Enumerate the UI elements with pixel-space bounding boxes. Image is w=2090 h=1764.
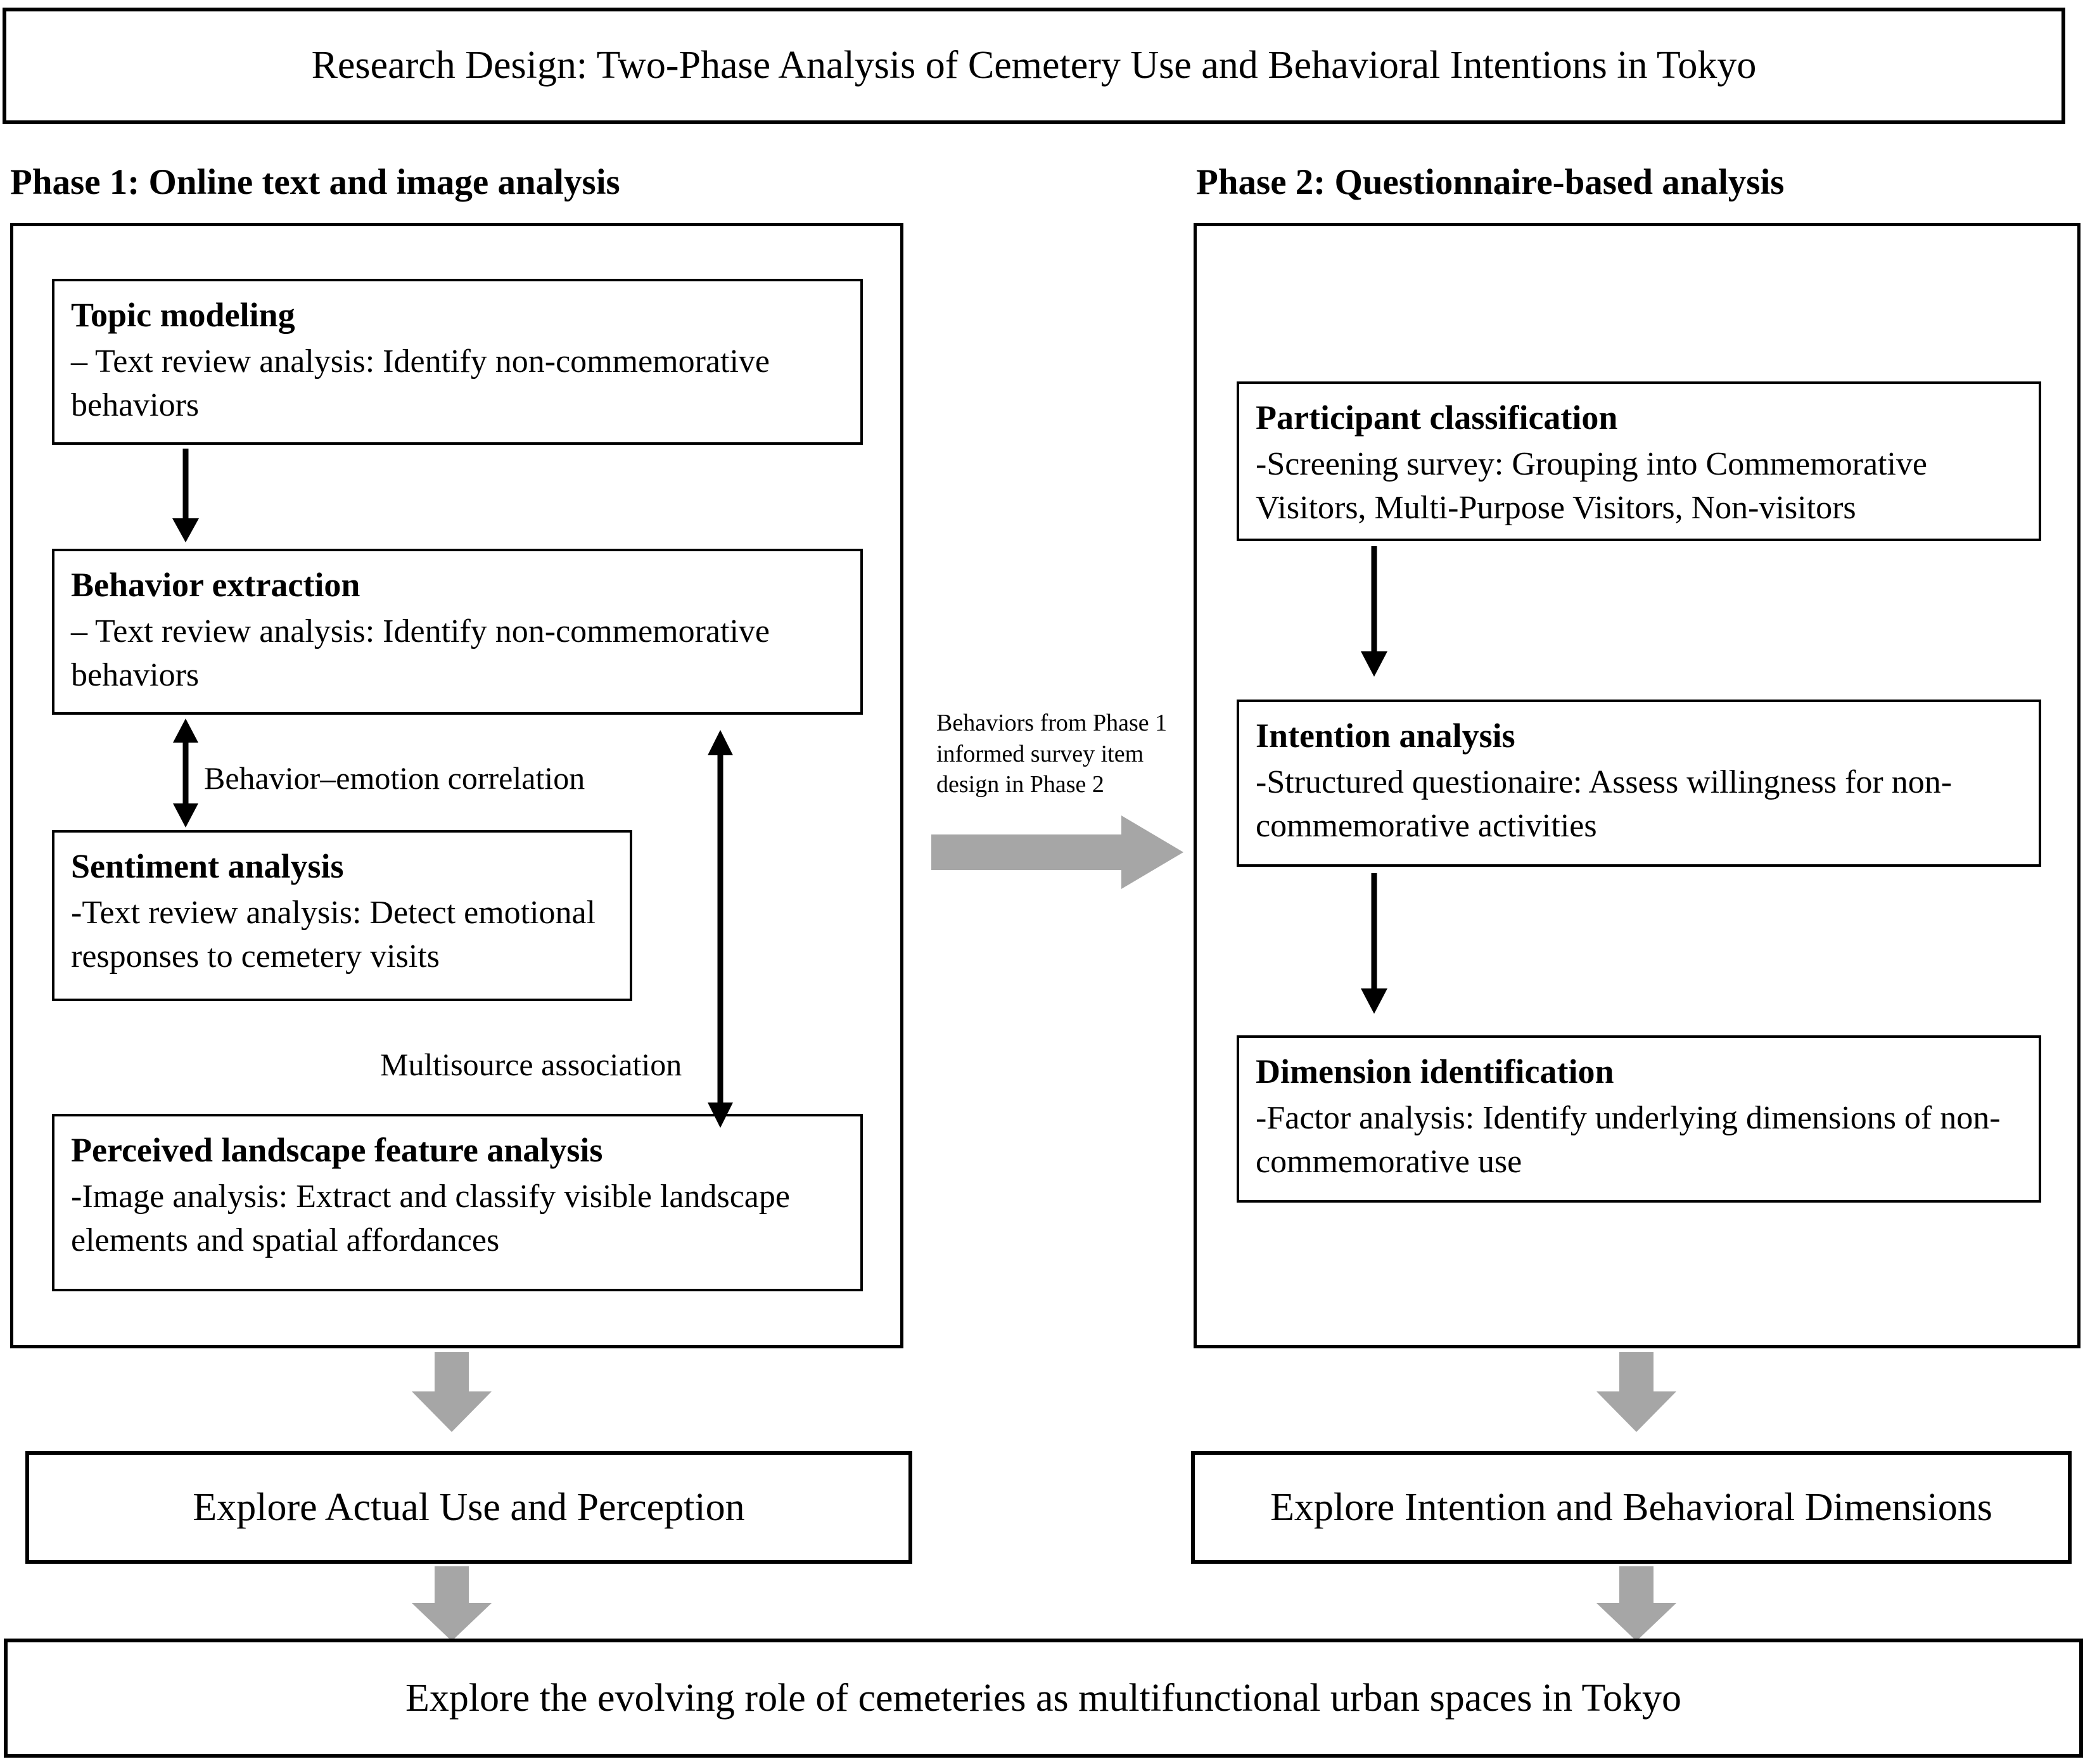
edge-label-multisource: Multisource association bbox=[380, 1047, 682, 1082]
gray-arrow-phase2-to-outcome bbox=[1596, 1352, 1676, 1432]
connector-behavior-sentiment-bidirectional bbox=[173, 719, 198, 828]
step-box-intention-analysis: Intention analysis -Structured questiona… bbox=[1237, 700, 2041, 867]
diagram-title-box: Research Design: Two-Phase Analysis of C… bbox=[3, 8, 2065, 124]
phase-1-label: Phase 1: Online text and image analysis bbox=[10, 162, 620, 202]
step-title: Perceived landscape feature analysis bbox=[71, 1131, 603, 1169]
connector-participant-to-intention bbox=[1361, 546, 1387, 677]
step-title: Topic modeling bbox=[71, 296, 295, 334]
step-box-participant-classification: Participant classification -Screening su… bbox=[1237, 381, 2041, 541]
step-body: -Image analysis: Extract and classify vi… bbox=[71, 1178, 790, 1259]
phase-2-label: Phase 2: Questionnaire-based analysis bbox=[1196, 162, 1785, 202]
step-title: Intention analysis bbox=[1256, 717, 1515, 755]
edge-label-behavior-emotion: Behavior–emotion correlation bbox=[204, 760, 585, 796]
outcome-box-right: Explore Intention and Behavioral Dimensi… bbox=[1191, 1451, 2072, 1564]
final-outcome-box: Explore the evolving role of cemeteries … bbox=[4, 1639, 2083, 1758]
step-title: Participant classification bbox=[1256, 399, 1618, 437]
final-outcome-label: Explore the evolving role of cemeteries … bbox=[405, 1676, 1682, 1720]
step-body: -Factor analysis: Identify underlying di… bbox=[1256, 1099, 2001, 1180]
connector-topic-to-behavior bbox=[172, 449, 199, 542]
step-box-behavior-extraction: Behavior extraction – Text review analys… bbox=[52, 549, 863, 715]
step-box-sentiment-analysis: Sentiment analysis -Text review analysis… bbox=[52, 830, 632, 1001]
outcome-right-label: Explore Intention and Behavioral Dimensi… bbox=[1270, 1485, 1992, 1529]
step-body: -Text review analysis: Detect emotional … bbox=[71, 894, 596, 975]
page-title: Research Design: Two-Phase Analysis of C… bbox=[311, 44, 1757, 87]
gray-arrow-left-outcome-to-final bbox=[412, 1566, 492, 1641]
step-title: Behavior extraction bbox=[71, 566, 360, 604]
connector-intention-to-dimension bbox=[1361, 873, 1387, 1014]
step-box-topic-modeling: Topic modeling – Text review analysis: I… bbox=[52, 279, 863, 445]
step-body: -Screening survey: Grouping into Commemo… bbox=[1256, 445, 1928, 527]
bridge-arrow-phase1-to-phase2 bbox=[931, 815, 1183, 889]
gray-arrow-right-outcome-to-final bbox=[1596, 1566, 1676, 1641]
outcome-box-left: Explore Actual Use and Perception bbox=[25, 1451, 912, 1564]
connector-multisource-bidirectional bbox=[708, 730, 733, 1128]
step-box-dimension-identification: Dimension identification -Factor analysi… bbox=[1237, 1035, 2041, 1203]
step-title: Dimension identification bbox=[1256, 1052, 1614, 1090]
gray-arrow-phase1-to-outcome bbox=[412, 1352, 492, 1432]
bridge-label: Behaviors from Phase 1 informed survey i… bbox=[936, 710, 1168, 798]
step-body: -Structured questionaire: Assess willing… bbox=[1256, 764, 1953, 845]
step-body: – Text review analysis: Identify non-com… bbox=[71, 613, 770, 694]
step-body: – Text review analysis: Identify non-com… bbox=[71, 343, 770, 424]
outcome-left-label: Explore Actual Use and Perception bbox=[193, 1485, 745, 1529]
step-box-perceived-landscape: Perceived landscape feature analysis -Im… bbox=[52, 1114, 863, 1291]
step-title: Sentiment analysis bbox=[71, 847, 344, 885]
